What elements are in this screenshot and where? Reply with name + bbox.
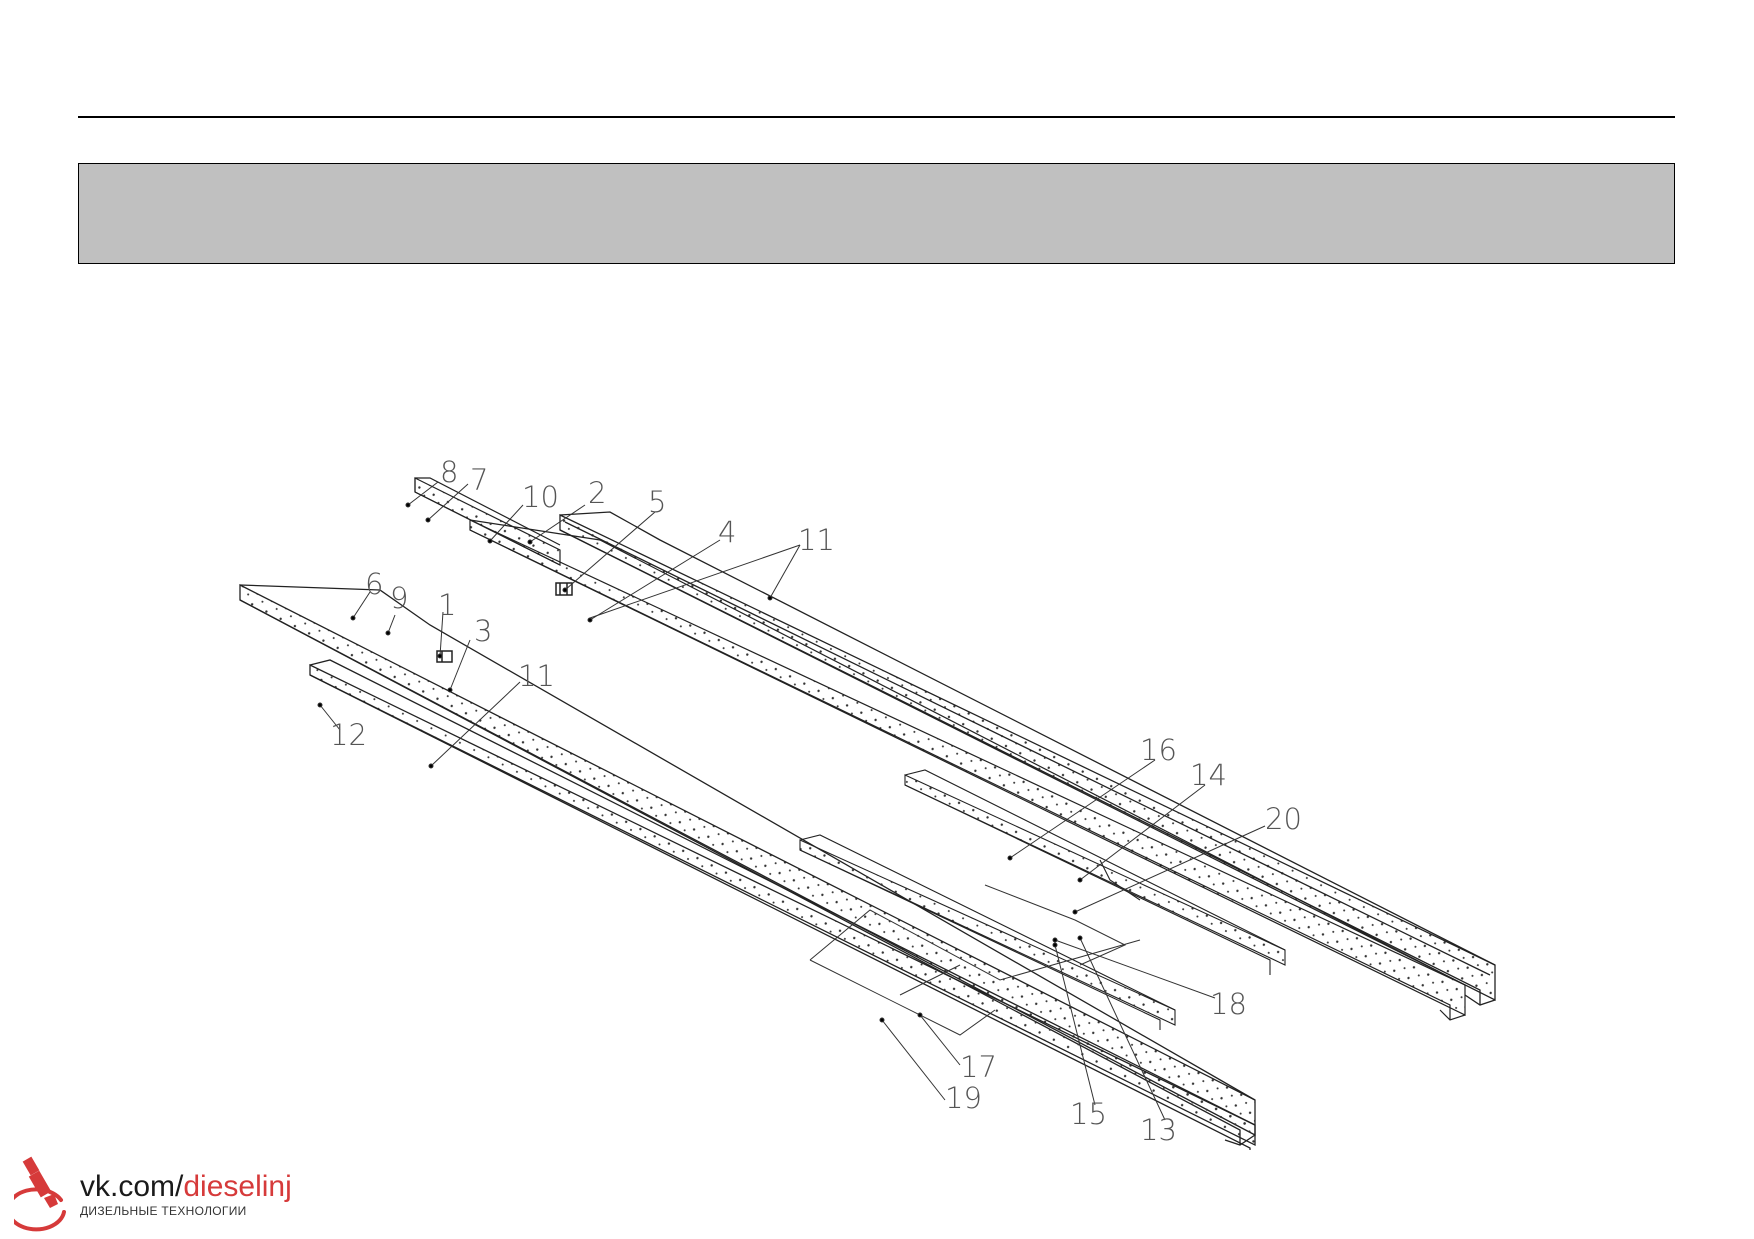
callout-4: 4 bbox=[718, 515, 736, 549]
header-band bbox=[78, 163, 1675, 264]
callout-19: 19 bbox=[945, 1081, 982, 1115]
callout-1: 1 bbox=[438, 588, 456, 622]
assembly-guide-lines bbox=[809, 884, 1141, 1036]
callout-14: 14 bbox=[1190, 758, 1227, 792]
watermark: vk.com/dieselinj ДИЗЕЛЬНЫЕ ТЕХНОЛОГИИ bbox=[80, 1170, 292, 1218]
callout-17: 17 bbox=[960, 1050, 997, 1084]
callout-labels: 8 7 10 2 5 4 11 6 9 1 3 11 12 16 14 20 1… bbox=[330, 455, 1302, 1147]
leader-lines bbox=[317, 481, 1266, 1121]
callout-20: 20 bbox=[1265, 802, 1302, 836]
upper-front-extension bbox=[414, 477, 561, 566]
callout-11-upper: 11 bbox=[798, 523, 835, 557]
upper-side-rail bbox=[559, 511, 1496, 1006]
top-rule bbox=[78, 116, 1675, 118]
callout-9: 9 bbox=[390, 581, 408, 615]
callout-18: 18 bbox=[1210, 987, 1247, 1021]
callout-13: 13 bbox=[1140, 1113, 1177, 1147]
callout-8: 8 bbox=[440, 455, 458, 489]
callout-2: 2 bbox=[588, 476, 606, 510]
fuel-injector-icon bbox=[14, 1156, 66, 1232]
callout-11-lower: 11 bbox=[518, 659, 555, 693]
callout-5: 5 bbox=[648, 485, 666, 519]
lower-inner-rail bbox=[309, 659, 1256, 1150]
callout-6: 6 bbox=[365, 567, 383, 601]
upper-inner-rail bbox=[469, 519, 1466, 1021]
callout-16: 16 bbox=[1140, 733, 1177, 767]
watermark-site: vk.com/dieselinj bbox=[80, 1170, 292, 1203]
callout-15: 15 bbox=[1070, 1097, 1107, 1131]
callout-3: 3 bbox=[474, 614, 492, 648]
reinforcement-14-16 bbox=[904, 769, 1286, 975]
callout-7: 7 bbox=[470, 463, 488, 497]
callout-12: 12 bbox=[330, 718, 367, 752]
callout-10: 10 bbox=[522, 480, 559, 514]
watermark-subtitle: ДИЗЕЛЬНЫЕ ТЕХНОЛОГИИ bbox=[80, 1204, 247, 1218]
